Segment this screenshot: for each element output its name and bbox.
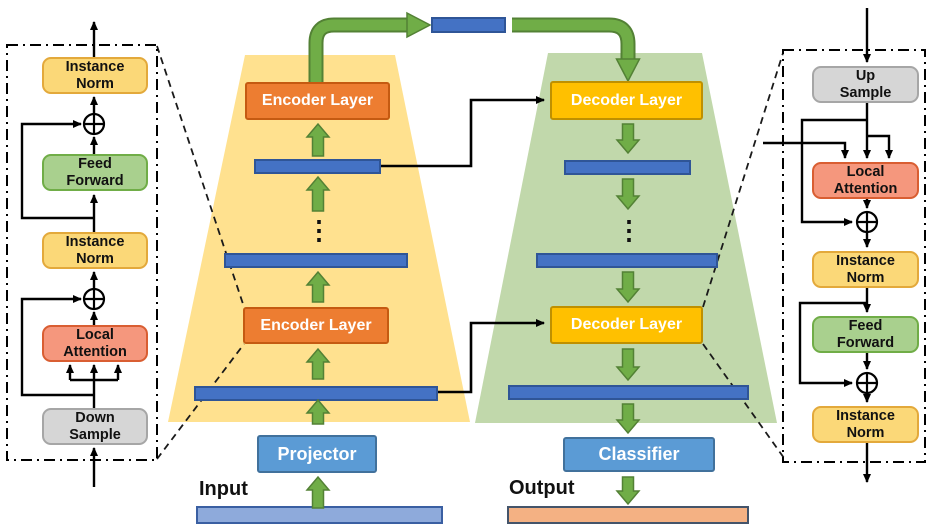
right-instance-norm-top-block: Instance Norm <box>812 251 919 288</box>
encoder-decoder-skip-connectors <box>380 96 545 394</box>
decoder-token-bar-top <box>564 160 691 175</box>
add-circle-icon <box>82 112 106 136</box>
up-arrow <box>305 475 331 509</box>
projector-box: Projector <box>257 435 377 473</box>
left-down-sample-block: Down Sample <box>42 408 148 445</box>
left-instance-norm-top-block: Instance Norm <box>42 57 148 94</box>
encoder-detail-wiring <box>20 21 122 487</box>
left-feed-forward-block: Feed Forward <box>42 154 148 191</box>
right-feed-forward-block: Feed Forward <box>812 316 919 353</box>
right-instance-norm-bottom-block: Instance Norm <box>812 406 919 443</box>
down-arrow <box>615 178 641 211</box>
right-up-sample-block: Up Sample <box>812 66 919 103</box>
encoder-detail-panel-border <box>6 44 158 461</box>
decoder-layer-bottom-box: Decoder Layer <box>550 306 703 344</box>
down-arrow <box>615 348 641 382</box>
decoder-detail-wiring <box>763 8 893 483</box>
add-circle-icon <box>855 371 879 395</box>
decoder-layer-top-box: Decoder Layer <box>550 81 703 120</box>
decoder-token-bar-bottom <box>508 385 749 400</box>
output-label: Output <box>509 477 575 499</box>
encoder-token-bar-bottom <box>194 386 438 401</box>
encoder-ellipsis: ⋮ <box>306 215 332 245</box>
add-circle-icon <box>855 210 879 234</box>
green-flow-arrows <box>305 122 641 509</box>
left-panel-add-circles <box>82 112 106 311</box>
bottleneck-token-bar <box>431 17 506 33</box>
up-arrow <box>305 122 331 157</box>
left-instance-norm-mid-block: Instance Norm <box>42 232 148 269</box>
encoder-token-bar-mid <box>224 253 408 268</box>
down-arrow <box>615 476 641 506</box>
left-local-attention-block: Local Attention <box>42 325 148 362</box>
up-arrow <box>305 347 331 380</box>
down-arrow <box>615 123 641 155</box>
encoder-to-bottleneck-arrow <box>308 11 432 86</box>
encoder-layer-bottom-box: Encoder Layer <box>243 307 389 344</box>
up-arrow <box>305 398 331 425</box>
decoder-detail-panel-border <box>782 49 926 463</box>
right-local-attention-block: Local Attention <box>812 162 919 199</box>
input-bar <box>196 506 443 524</box>
add-circle-icon <box>82 287 106 311</box>
input-label: Input <box>199 478 248 500</box>
up-arrow <box>305 270 331 303</box>
decoder-ellipsis: ⋮ <box>616 215 642 245</box>
down-arrow <box>615 403 641 435</box>
encoder-token-bar-top <box>254 159 381 174</box>
down-arrow <box>615 271 641 304</box>
classifier-box: Classifier <box>563 437 715 472</box>
decoder-token-bar-mid <box>536 253 718 268</box>
encoder-layer-top-box: Encoder Layer <box>245 82 390 120</box>
output-bar <box>507 506 749 524</box>
up-arrow <box>305 175 331 212</box>
right-panel-add-circles <box>855 210 879 395</box>
bottleneck-to-decoder-arrow <box>512 17 641 83</box>
token-bars <box>194 17 749 401</box>
